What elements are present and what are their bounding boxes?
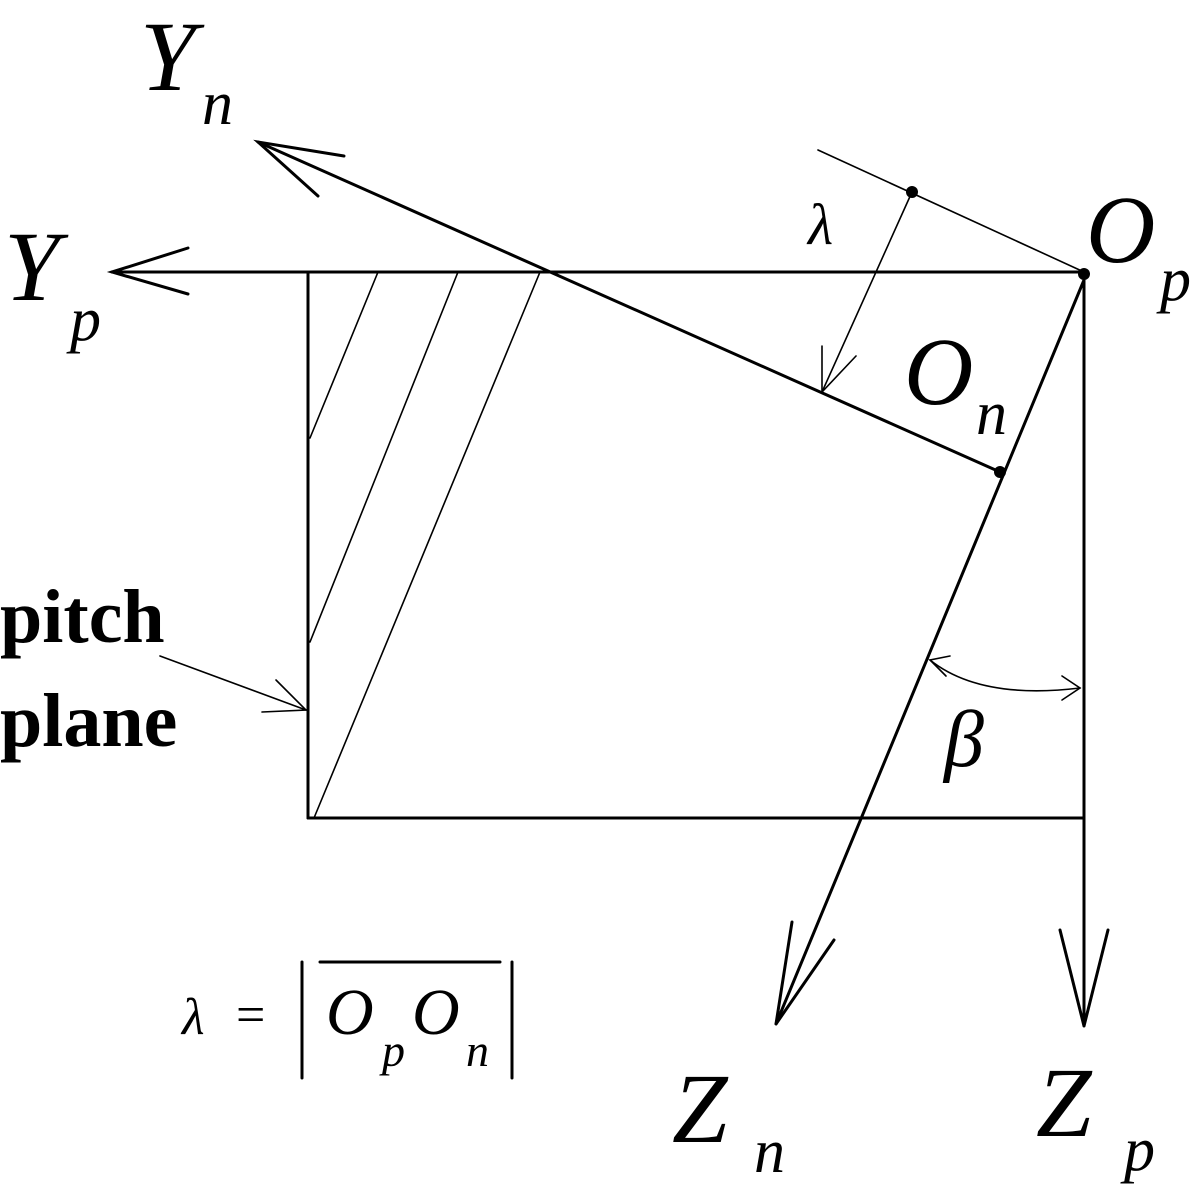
pitch-plane-label-line2: plane (0, 679, 177, 763)
zp-label: Z (1036, 1047, 1093, 1158)
pitch-plane-label-line1: pitch (0, 575, 165, 659)
formula-lambda: λ (180, 989, 205, 1046)
lambda-formula: λ = O p O n (180, 960, 514, 1080)
formula-o2-sub: n (466, 1025, 489, 1076)
zn-label: Z (672, 1053, 729, 1164)
pitch-plane-leader (159, 655, 308, 713)
formula-o2: O (412, 976, 460, 1049)
formula-equals: = (236, 987, 265, 1044)
yp-label: Y (4, 211, 69, 322)
yn-subscript: n (202, 70, 233, 138)
formula-o1: O (326, 976, 374, 1049)
yp-subscript: p (66, 286, 101, 354)
op-point (1078, 268, 1090, 280)
on-subscript: n (976, 380, 1007, 448)
beta-label: β (942, 696, 984, 784)
zn-subscript: n (754, 1118, 785, 1185)
beta-angle-arc (928, 655, 1082, 701)
lambda-dimension (817, 149, 1085, 395)
yn-axis (253, 139, 1002, 474)
yn-label: Y (140, 1, 205, 112)
op-label: O (1086, 176, 1155, 283)
pitch-plane-rectangle (306, 270, 1086, 820)
zp-subscript: p (1120, 1116, 1155, 1184)
formula-o1-sub: p (379, 1025, 405, 1076)
op-subscript: p (1156, 246, 1191, 314)
on-point (994, 466, 1006, 478)
yp-axis (106, 246, 1086, 296)
on-label: O (904, 318, 973, 425)
hatch-lines (309, 271, 541, 819)
lambda-label: λ (806, 192, 833, 257)
zn-axis (774, 278, 1086, 1026)
zp-axis (1058, 816, 1110, 1028)
